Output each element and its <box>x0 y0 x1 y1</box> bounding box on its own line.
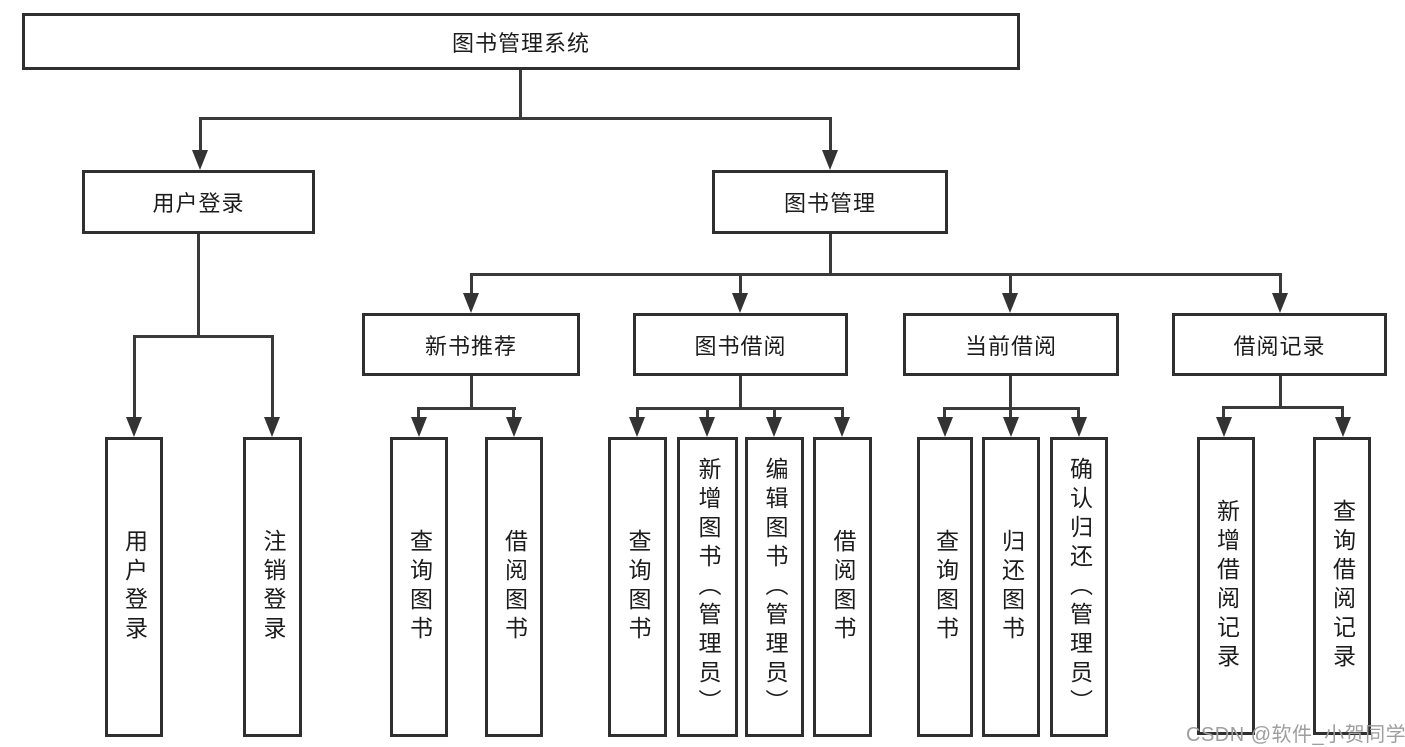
arrow-down-icon <box>1216 417 1232 437</box>
connector-line <box>943 407 946 418</box>
connector-line <box>512 407 515 418</box>
connector-line <box>1077 407 1080 418</box>
connector-line <box>773 407 776 418</box>
connector-line <box>636 407 639 418</box>
connector-line <box>829 233 832 276</box>
connector-line <box>133 335 136 418</box>
arrow-down-icon <box>1003 417 1019 437</box>
arrow-down-icon <box>699 417 715 437</box>
connector-line <box>841 407 844 418</box>
leaf-label: 借阅图书 <box>830 529 856 645</box>
connector-line <box>1279 375 1282 408</box>
connector-line <box>1009 276 1012 295</box>
arrow-down-icon <box>126 417 142 437</box>
connector-line <box>706 407 709 418</box>
leaf-borrow-edit-book-admin: 编辑图书（管理员） <box>745 437 804 737</box>
connector-line <box>636 407 844 410</box>
arrow-down-icon <box>264 417 280 437</box>
node-user-login: 用户登录 <box>82 170 315 234</box>
arrow-down-icon <box>1071 417 1087 437</box>
leaf-label: 新增图书（管理员） <box>695 456 721 718</box>
arrow-down-icon <box>766 417 782 437</box>
leaf-borrow-add-book-admin: 新增图书（管理员） <box>677 437 738 737</box>
leaf-records-query-record: 查询借阅记录 <box>1313 437 1371 735</box>
connector-line <box>829 117 832 152</box>
arrow-down-icon <box>192 150 208 170</box>
leaf-label: 确认归还（管理员） <box>1066 456 1093 718</box>
arrow-down-icon <box>1002 293 1018 313</box>
leaf-label: 借阅图书 <box>501 529 528 645</box>
connector-line <box>739 276 742 295</box>
connector-line <box>133 335 274 338</box>
arrow-down-icon <box>1335 417 1351 437</box>
connector-line <box>1222 406 1225 418</box>
connector-line <box>470 276 473 295</box>
arrow-down-icon <box>732 293 748 313</box>
connector-line <box>197 233 200 338</box>
leaf-borrow-borrow-books: 借阅图书 <box>813 437 872 737</box>
leaf-label: 归还图书 <box>998 529 1025 645</box>
leaf-newbooks-query-books: 查询图书 <box>390 437 448 737</box>
connector-line <box>1341 406 1344 418</box>
arrow-down-icon <box>463 293 479 313</box>
connector-line <box>1279 276 1282 295</box>
leaf-logout: 注销登录 <box>243 437 302 737</box>
connector-line <box>417 407 420 418</box>
connector-line <box>199 117 202 152</box>
leaf-borrow-query-books: 查询图书 <box>608 437 667 737</box>
leaf-label: 注销登录 <box>260 529 286 645</box>
connector-line <box>739 375 742 410</box>
leaf-label: 用户登录 <box>121 529 148 645</box>
arrow-down-icon <box>1272 293 1288 313</box>
leaf-current-query-books: 查询图书 <box>917 437 973 737</box>
leaf-label: 查询借阅记录 <box>1329 499 1356 673</box>
node-book-borrowing: 图书借阅 <box>633 313 848 376</box>
leaf-user-login: 用户登录 <box>105 437 163 737</box>
leaf-label: 查询图书 <box>406 529 433 645</box>
leaf-label: 查询图书 <box>932 529 959 645</box>
arrow-down-icon <box>506 417 522 437</box>
node-new-book-recommendation: 新书推荐 <box>362 313 580 376</box>
leaf-current-confirm-return-admin: 确认归还（管理员） <box>1050 437 1108 737</box>
connector-line <box>1222 406 1344 409</box>
leaf-current-return-books: 归还图书 <box>982 437 1040 737</box>
node-current-borrowing: 当前借阅 <box>903 313 1119 376</box>
arrow-down-icon <box>822 150 838 170</box>
leaf-newbooks-borrow-books: 借阅图书 <box>485 437 543 737</box>
leaf-records-add-record: 新增借阅记录 <box>1197 437 1255 735</box>
node-borrowing-records: 借阅记录 <box>1172 313 1387 376</box>
csdn-watermark: CSDN @软件_小贺同学 <box>1186 724 1405 746</box>
connector-line <box>470 273 1282 276</box>
connector-line <box>1009 407 1012 418</box>
leaf-label: 新增借阅记录 <box>1213 499 1240 673</box>
leaf-label: 查询图书 <box>625 529 651 645</box>
connector-line <box>470 375 473 410</box>
arrow-down-icon <box>411 417 427 437</box>
arrow-down-icon <box>629 417 645 437</box>
connector-line <box>271 335 274 418</box>
connector-line <box>519 69 522 118</box>
connector-line <box>1009 375 1012 410</box>
arrow-down-icon <box>834 417 850 437</box>
leaf-label: 编辑图书（管理员） <box>762 456 788 718</box>
connector-line <box>199 117 832 120</box>
node-book-management: 图书管理 <box>712 170 948 234</box>
connector-line <box>417 407 516 410</box>
node-library-management-system: 图书管理系统 <box>22 13 1020 70</box>
arrow-down-icon <box>937 417 953 437</box>
